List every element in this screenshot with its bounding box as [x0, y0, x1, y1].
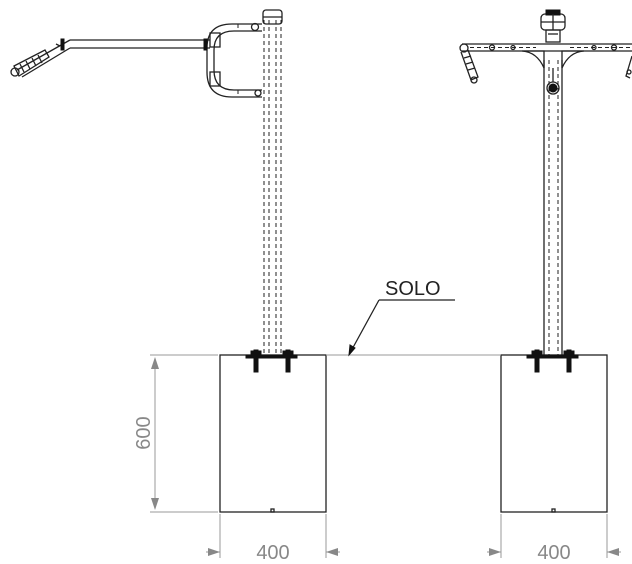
right-top-cap — [540, 9, 566, 43]
right-anchor-bolts — [526, 349, 579, 373]
width-dimension-left-label: 400 — [256, 542, 289, 564]
left-base-drain-mark — [270, 508, 275, 513]
height-dimension: 600 — [133, 354, 218, 513]
right-left-grip — [459, 43, 479, 84]
left-u-handle — [206, 22, 262, 98]
front-view — [459, 9, 632, 513]
width-dimension-left: 400 — [206, 514, 340, 564]
ground-label: SOLO — [385, 278, 441, 300]
right-base-block — [500, 354, 608, 513]
left-arm-bar — [16, 38, 210, 78]
left-anchor-bolts — [245, 349, 298, 373]
ground-leader: SOLO — [348, 278, 455, 357]
right-vertical-post — [543, 60, 563, 358]
width-dimension-right-label: 400 — [537, 542, 570, 564]
right-base-drain-mark — [551, 508, 556, 513]
right-gusset — [521, 50, 585, 95]
right-right-grip — [625, 55, 632, 79]
side-view — [10, 9, 327, 513]
right-crossbar — [462, 43, 632, 52]
left-base-block — [219, 354, 327, 513]
height-dimension-label: 600 — [133, 416, 155, 449]
left-arm-grip — [10, 49, 50, 77]
left-vertical-post — [262, 9, 283, 358]
width-dimension-right: 400 — [487, 514, 621, 564]
